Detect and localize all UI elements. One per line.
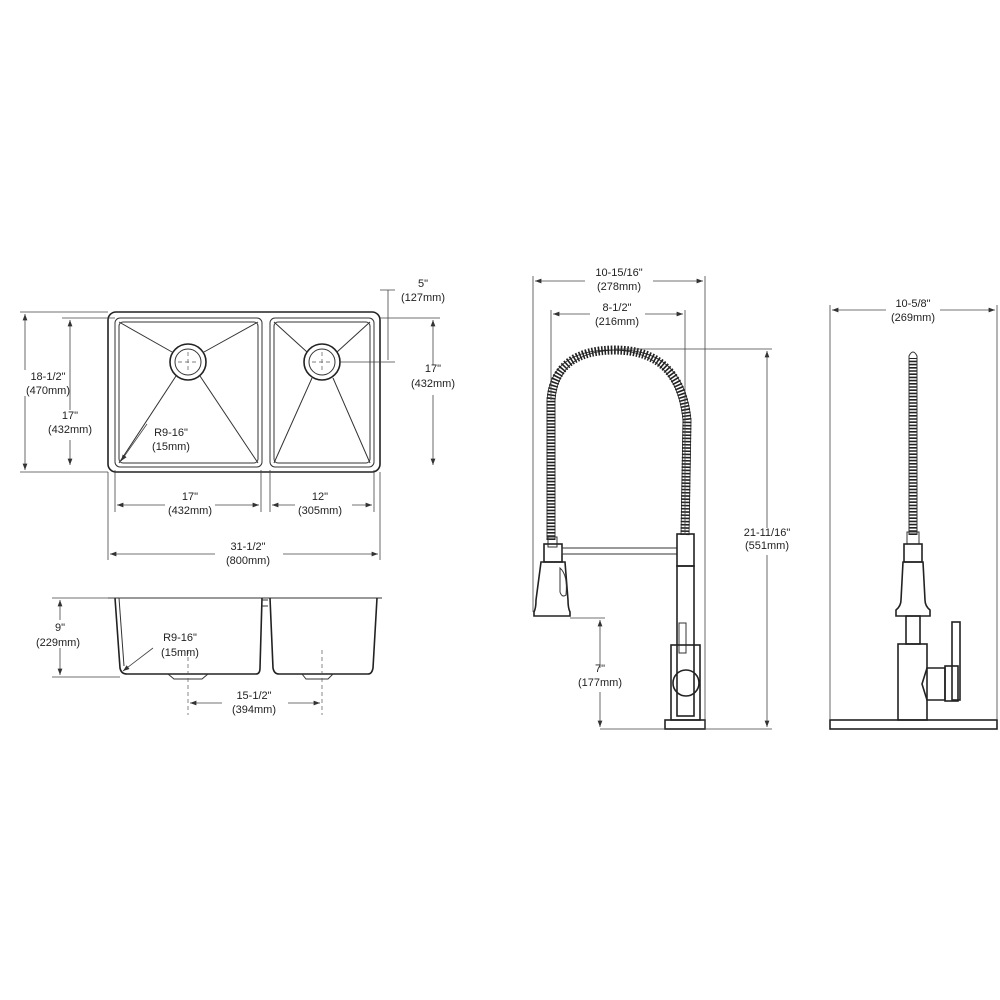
spout-reach-in: 8-1/2" xyxy=(603,302,632,314)
sink-section-view: 9" (229mm) R9-16" (15mm) 15-1/2" (394mm) xyxy=(36,597,382,716)
bowl-depth-left-mm: (432mm) xyxy=(48,424,92,436)
spout-clearance-mm: (177mm) xyxy=(578,677,622,689)
overall-width-mm: (800mm) xyxy=(226,555,270,567)
overall-depth-in: 18-1/2" xyxy=(30,371,65,383)
side-base-plate xyxy=(829,719,998,730)
bowl-height-in: 9" xyxy=(55,622,65,634)
overall-width-in: 31-1/2" xyxy=(230,541,265,553)
spout-clearance-in: 7" xyxy=(595,663,605,675)
side-overall-depth-mm: (269mm) xyxy=(891,312,935,324)
right-bowl-width-in: 12" xyxy=(312,491,328,503)
right-bowl-section xyxy=(269,597,378,675)
sink-plan-view: 18-1/2" (470mm) 17" (432mm) R9-16" (15mm… xyxy=(20,278,455,567)
bowl-depth-right-mm: (432mm) xyxy=(411,378,455,390)
sink-outline xyxy=(107,311,381,473)
left-bowl-section xyxy=(114,597,263,675)
corner-radius-mm: (15mm) xyxy=(152,441,190,453)
section-corner-radius-in: R9-16" xyxy=(163,632,197,644)
drain-offset-in: 5" xyxy=(418,278,428,290)
left-drain xyxy=(169,343,207,381)
drain-offset-mm: (127mm) xyxy=(401,292,445,304)
spout-arm xyxy=(561,547,678,555)
left-bowl-width-mm: (432mm) xyxy=(168,505,212,517)
handle-knob xyxy=(672,669,700,697)
spout-reach-mm: (216mm) xyxy=(595,316,639,328)
drain-spacing-in: 15-1/2" xyxy=(236,690,271,702)
sprayer-head xyxy=(533,561,571,617)
section-corner-radius-mm: (15mm) xyxy=(161,647,199,659)
side-handle xyxy=(921,667,946,701)
faucet-base xyxy=(664,719,706,730)
right-bowl-width-mm: (305mm) xyxy=(298,505,342,517)
right-bowl xyxy=(269,317,375,468)
corner-radius-in: R9-16" xyxy=(154,427,188,439)
overall-reach-in: 10-15/16" xyxy=(595,267,642,279)
faucet-body xyxy=(676,565,695,717)
side-sprayer-head xyxy=(895,561,931,617)
overall-reach-mm: (278mm) xyxy=(597,281,641,293)
bowl-depth-right-in: 17" xyxy=(425,363,441,375)
sprayer-trigger xyxy=(559,566,567,597)
bowl-height-mm: (229mm) xyxy=(36,637,80,649)
side-overall-depth-in: 10-5/8" xyxy=(895,298,930,310)
handle-lever xyxy=(678,622,687,654)
overall-height-in: 21-11/16" xyxy=(744,527,791,539)
overall-height-mm: (551mm) xyxy=(745,540,789,552)
overall-depth-mm: (470mm) xyxy=(26,385,70,397)
side-sprayer-collar xyxy=(903,543,923,563)
drain-spacing-mm: (394mm) xyxy=(232,704,276,716)
spring-coil xyxy=(546,345,692,540)
left-bowl xyxy=(114,317,263,468)
bowl-depth-left-in: 17" xyxy=(62,410,78,422)
faucet-side-view: 10-5/8" (269mm) xyxy=(829,298,998,730)
left-bowl-width-in: 17" xyxy=(182,491,198,503)
faucet-front-view: 10-15/16" (278mm) 8-1/2" (216mm) 21-11/1… xyxy=(532,267,791,730)
